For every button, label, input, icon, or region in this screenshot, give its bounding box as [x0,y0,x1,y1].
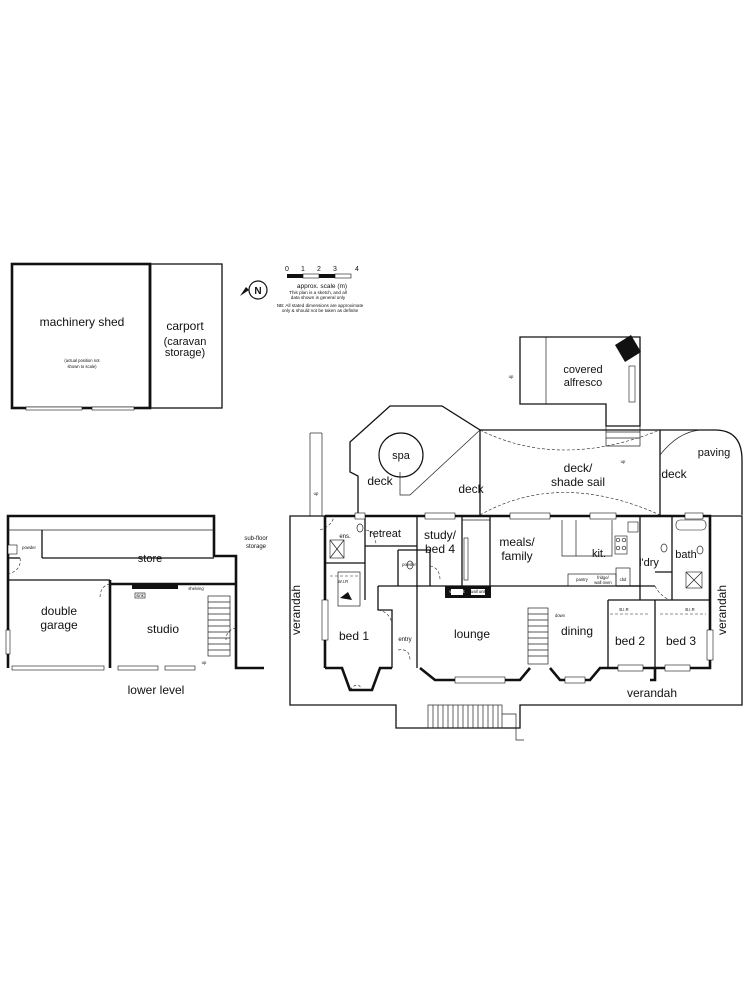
meals-label-1: meals/ [499,535,535,549]
scale-note-3: NB: All stated dimensions are approximat… [277,303,364,308]
bed2-label: bed 2 [615,634,645,648]
scale-note-4: only & should not be taken as definite [282,308,359,313]
entry-label: entry [398,637,411,643]
main-house: up [289,432,743,741]
down-label: down [555,613,566,618]
north-letter: N [254,286,261,297]
scale-note-2: data shown is general only [291,295,346,300]
carport-sub-1: (caravan [164,336,207,348]
deck-mid-label: deck [458,482,484,496]
front-stairs [427,704,524,741]
bir3-label: B.I.R [685,607,694,612]
scale-tick-0: 0 [285,266,289,273]
meals-label-2: family [501,549,532,563]
kit-label: kit. [592,548,606,560]
bed1-label: bed 1 [339,629,369,643]
machinery-shed-label: machinery shed [40,315,125,329]
spa-label: spa [392,450,411,462]
dining-label: dining [561,624,593,638]
bir2-label: B.I.R [619,607,628,612]
study-label-1: study/ [424,528,457,542]
up-left: up [314,491,319,496]
verandah-right-label: verandah [715,585,729,635]
wall-unit-2-label: wall unit [470,589,486,594]
double-garage-label-2: garage [40,618,78,632]
fridge-label-2: wall oven [594,580,612,585]
wall-unit-1-label: wall unit [449,589,465,594]
lower-level: powder store sub-floor storage double ga… [5,514,268,697]
decks: spa deck deck deck/ shade sail deck pavi… [349,405,743,516]
deck-shade-label-2: shade sail [551,475,605,489]
north-arrow-icon: N [240,280,268,300]
outbuilding: machinery shed (actual position not show… [10,262,223,411]
study-label-2: bed 4 [425,542,455,556]
store-label: store [138,553,162,565]
scale-tick-3: 3 [333,266,337,273]
shelving-label: shelving [188,586,204,591]
wir-label: W.I.R [338,579,348,584]
pantry-label: pantry [576,577,589,582]
up-alfresco: up [509,374,514,379]
bed3-label: bed 3 [666,634,696,648]
verandah-left-label: verandah [289,585,303,635]
carport-sub-2: storage) [165,347,205,359]
ldry-label: l'dry [639,557,659,569]
up-studio-label: up [202,660,207,665]
covered-alfresco-label-2: alfresco [564,377,603,389]
up-deck: up [621,459,626,464]
cbd-label: cbd [620,577,627,582]
verandah-bottom-label: verandah [627,686,677,700]
scale-note-1: This plan is a sketch, and all [289,290,347,295]
ens-label: ens. [339,534,351,540]
deck-left-label: deck [367,474,393,488]
powder-lower-label: powder [22,545,36,550]
retreat-label: retreat [369,528,401,540]
scale-tick-4: 4 [355,266,359,273]
sink-label: sink [136,593,144,598]
bath-label: bath [675,549,696,561]
machinery-note-1: (actual position not [64,358,100,363]
covered-alfresco-label-1: covered [563,364,602,376]
covered-alfresco: covered alfresco up up [509,335,641,464]
scale-tick-2: 2 [317,266,321,273]
paving-label: paving [698,447,730,459]
scale-bar: 0 1 2 3 4 approx. scale (m) This plan is… [277,266,364,313]
double-garage-label-1: double [41,604,77,618]
fridge-label: fridge/ [597,575,609,580]
subfloor-label-1: sub-floor [244,536,267,542]
subfloor-label-2: storage [246,544,267,550]
scale-title: approx. scale (m) [297,283,347,290]
scale-tick-1: 1 [301,266,305,273]
carport-label: carport [166,319,204,333]
studio-label: studio [147,622,179,636]
deck-right-label: deck [661,467,687,481]
lower-level-caption: lower level [128,683,185,697]
machinery-note-2: shown to scale) [67,364,97,369]
lounge-label: lounge [454,627,490,641]
deck-shade-label-1: deck/ [564,461,593,475]
powder-upper-label: powder [402,562,416,567]
